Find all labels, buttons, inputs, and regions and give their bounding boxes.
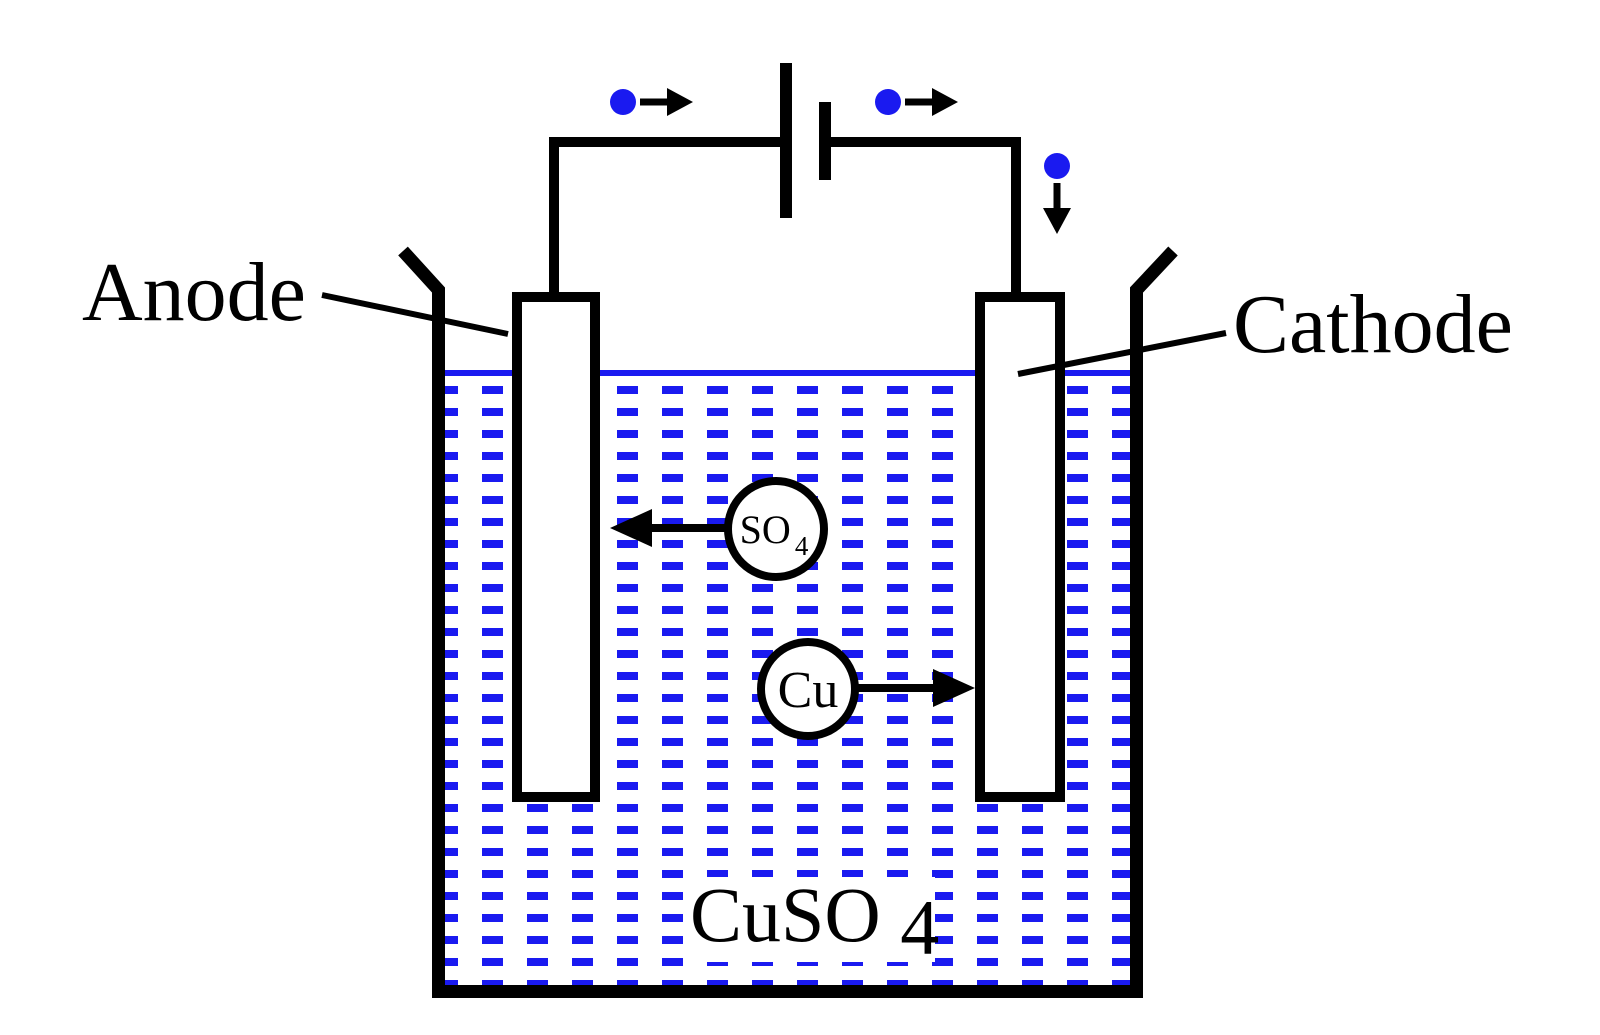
electron-flow-left (610, 88, 693, 116)
solution-label: CuSO 4 (690, 871, 939, 971)
electron-flow-down (1043, 153, 1071, 234)
cathode-pointer-line (1017, 330, 1227, 377)
battery-long-plate (780, 63, 792, 218)
arrow-left-head-icon (610, 509, 652, 547)
sulfate-ion: SO 4 (610, 477, 828, 581)
arrow-down-head-icon (1043, 208, 1071, 234)
electron-dot-icon (610, 89, 636, 115)
cathode-label: Cathode (1233, 278, 1513, 371)
arrow-right-head-icon (667, 88, 693, 116)
arrow-right-head-icon (932, 88, 958, 116)
solution-surface-line (444, 370, 1130, 376)
sulfate-ion-circle (724, 477, 828, 581)
electron-flow-right (875, 88, 958, 116)
solution-label-background (683, 877, 935, 962)
battery-short-plate (819, 102, 831, 180)
battery-icon (780, 63, 831, 218)
anode-pointer-line (321, 292, 509, 337)
wire-left (549, 137, 782, 292)
electron-dot-icon (1044, 153, 1070, 179)
copper-ion: Cu (757, 638, 975, 740)
arrow-right-head-icon (933, 669, 975, 707)
electron-dot-icon (875, 89, 901, 115)
wire-right (829, 137, 1021, 292)
beaker-outline (398, 246, 1178, 998)
sulfate-ion-label: SO 4 (740, 507, 809, 561)
cathode-electrode (975, 292, 1065, 802)
anode-electrode (512, 292, 600, 802)
anode-label: Anode (82, 246, 306, 339)
copper-ion-circle (757, 638, 859, 740)
copper-ion-label: Cu (778, 662, 839, 719)
